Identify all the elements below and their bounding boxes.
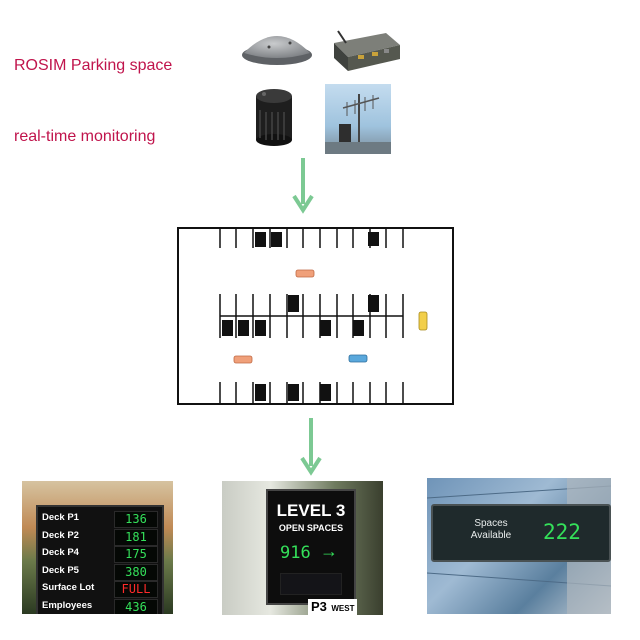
deck-sign-row-value: 136 xyxy=(114,511,158,528)
gateway-box-image xyxy=(334,30,400,71)
deck-sign-row-label: Surface Lot xyxy=(42,582,95,593)
deck-sign-row-label: Deck P5 xyxy=(42,564,79,576)
spaces-label-line2: Available xyxy=(470,530,512,541)
spaces-sign-board: Spaces Available 222 xyxy=(431,504,611,562)
deck-sign-row: Employees 436 xyxy=(38,598,162,614)
deck-sign-row: Deck P4 175 xyxy=(38,546,162,563)
deck-sign-row-label: Deck P1 xyxy=(42,512,79,523)
spaces-label-line1: Spaces xyxy=(474,518,508,529)
sensor-disc-image xyxy=(242,36,312,65)
deck-sign-row: Deck P5 380 xyxy=(38,563,162,581)
deck-sign-row: Surface Lot FULL xyxy=(38,581,162,598)
level-sign-arrow-icon: → xyxy=(320,541,338,561)
level-sign-photo: LEVEL 3 OPEN SPACES 916 → P3 WEST xyxy=(222,481,383,615)
parking-lot-diagram xyxy=(177,227,454,405)
spaces-sign-photo: Spaces Available 222 xyxy=(427,478,611,614)
p3-west-sign: P3 WEST xyxy=(308,599,358,615)
deck-sign-row: Deck P2 181 xyxy=(38,528,162,546)
deck-sign-row-value: 436 xyxy=(114,598,158,614)
cylinder-sensor-image xyxy=(256,89,292,146)
deck-sign-row: Deck P1 136 xyxy=(38,511,162,528)
level-sign-board: LEVEL 3 OPEN SPACES 916 → xyxy=(266,489,356,605)
deck-sign-row-label: Deck P2 xyxy=(42,529,79,541)
title-line-2: real-time monitoring xyxy=(14,128,156,145)
level-sign-title: LEVEL 3 xyxy=(276,501,346,520)
deck-sign-row-label: Employees xyxy=(42,599,93,611)
deck-sign-row-value: FULL xyxy=(114,581,158,598)
deck-sign-row-value: 380 xyxy=(114,563,158,581)
down-arrow-icon xyxy=(300,418,322,476)
antenna-mast-image xyxy=(325,84,391,154)
title-line-1: ROSIM Parking space xyxy=(14,57,173,74)
level-sign-subtitle: OPEN SPACES xyxy=(278,523,344,533)
p3-label: P3 xyxy=(311,599,327,614)
deck-sign-row-value: 175 xyxy=(114,546,158,563)
level-sign-blank-panel xyxy=(280,573,342,595)
deck-sign-row-label: Deck P4 xyxy=(42,547,79,558)
level-sign-count: 916 xyxy=(280,543,311,563)
spaces-sign-label: Spaces Available xyxy=(451,518,531,542)
deck-sign-row-value: 181 xyxy=(114,528,158,546)
spaces-sign-count: 222 xyxy=(543,520,581,544)
down-arrow-icon xyxy=(292,158,314,214)
west-label: WEST xyxy=(331,604,355,613)
